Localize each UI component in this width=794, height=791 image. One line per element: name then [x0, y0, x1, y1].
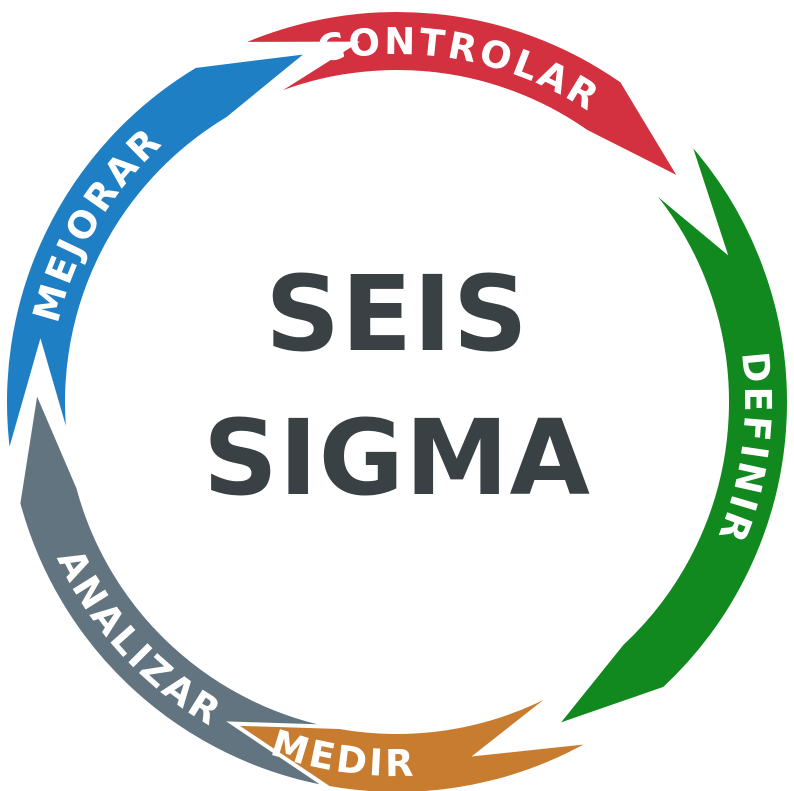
arrow-segment-mejorar: [3, 48, 317, 458]
center-title-line2: SIGMA: [203, 397, 591, 519]
arrow-segment-definir: [549, 138, 791, 731]
segment-label-analizar: ANALIZAR: [49, 542, 231, 735]
arrow-segment-controlar: [236, 8, 687, 185]
arrow-segment-analizar: [16, 382, 341, 791]
center-title-line1: SEIS: [265, 253, 529, 375]
